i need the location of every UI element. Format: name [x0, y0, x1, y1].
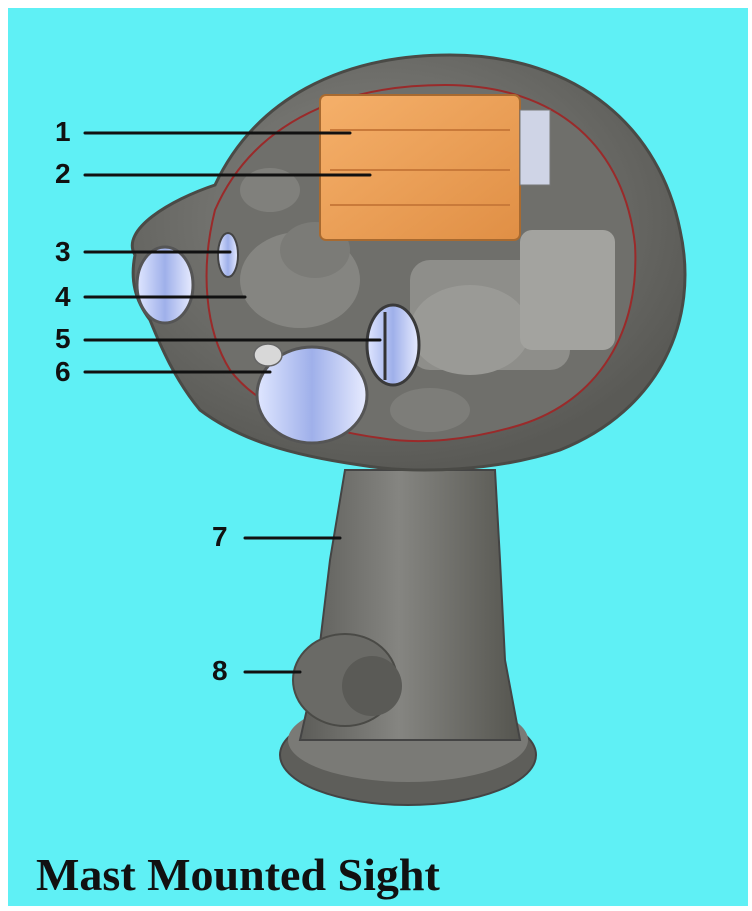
center-lens: [367, 305, 419, 385]
callout-7: 7: [212, 523, 228, 551]
callout-5: 5: [55, 325, 71, 353]
left-sensor-window: [137, 247, 193, 323]
callout-6: 6: [55, 358, 71, 386]
callout-1: 1: [55, 118, 71, 146]
electronics-module: [320, 95, 520, 240]
callout-2: 2: [55, 160, 71, 188]
figure-caption: Mast Mounted Sight: [36, 848, 440, 901]
callout-8: 8: [212, 657, 228, 685]
callout-3: 3: [55, 238, 71, 266]
callout-4: 4: [55, 283, 71, 311]
